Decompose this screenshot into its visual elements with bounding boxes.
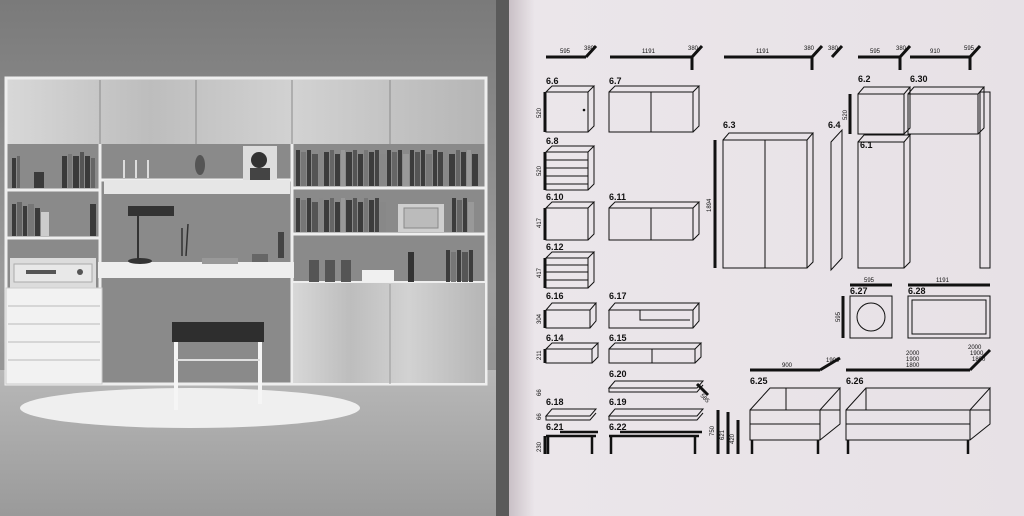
item-label: 6.22 (609, 422, 627, 432)
dimension-label: 1800 (972, 357, 986, 363)
dimension-label: 595 (870, 49, 881, 55)
dimension-label: 595 (560, 49, 571, 55)
item-label: 6.17 (609, 291, 627, 301)
dimension-label: 1900 (826, 358, 840, 364)
dimension-label: 595 (864, 278, 875, 284)
item-label: 6.12 (546, 242, 564, 252)
dimension-label: 621 (720, 429, 726, 440)
dimension-label: 910 (930, 49, 941, 55)
rug (20, 388, 360, 428)
dimension-label: 211 (537, 350, 543, 360)
dimension-label: 750 (710, 425, 716, 436)
dimension-label: 585 (699, 393, 711, 405)
dimension-label: 380 (804, 46, 815, 52)
dimension-label: 1900 (970, 351, 984, 357)
dimension-label: 1191 (642, 49, 656, 55)
item-label: 6.14 (546, 333, 564, 343)
dimension-label: 1900 (906, 357, 920, 363)
dimension-label: 304 (537, 313, 543, 324)
item-label: 6.11 (609, 192, 626, 202)
item-label: 6.20 (609, 369, 627, 379)
dimension-label: 66 (537, 389, 543, 396)
item-label: 6.30 (910, 74, 928, 84)
dimension-label: 520 (843, 109, 849, 120)
dimension-label: 2000 (906, 351, 920, 357)
dimension-label: 420 (730, 433, 736, 444)
item-label: 6.6 (546, 76, 559, 86)
dimension-label: 595 (836, 311, 842, 322)
item-label: 6.8 (546, 136, 559, 146)
dimension-label: 380 (896, 46, 907, 52)
item-label: 6.18 (546, 397, 564, 407)
dimension-label: 1191 (756, 49, 770, 55)
item-label: 6.2 (858, 74, 871, 84)
dimension-label: 520 (537, 165, 543, 176)
dimension-label: 1800 (906, 363, 920, 369)
item-label: 6.3 (723, 120, 736, 130)
dimension-label: 2000 (968, 345, 982, 351)
item-label: 6.4 (828, 120, 841, 130)
diagram-page: 6.6 6.7 6.3 6.4 6.2 6.30 6.1 6.8 6.10 6.… (509, 0, 1024, 516)
stool (172, 322, 264, 410)
dimension-label: 1191 (936, 278, 950, 284)
item-label: 6.10 (546, 192, 564, 202)
photo-page (0, 0, 510, 516)
item-label: 6.26 (846, 376, 864, 386)
dimension-label: 520 (537, 107, 543, 118)
item-label: 6.15 (609, 333, 627, 343)
item-label: 6.7 (609, 76, 622, 86)
item-label: 6.16 (546, 291, 564, 301)
item-label: 6.28 (908, 286, 926, 296)
dimension-label: 595 (964, 46, 975, 52)
dimension-label: 900 (782, 363, 793, 369)
item-label: 6.27 (850, 286, 868, 296)
dimension-label: 66 (537, 413, 543, 420)
dimension-label: 380 (584, 46, 595, 52)
item-label: 6.21 (546, 422, 564, 432)
dimension-label: 230 (537, 441, 543, 452)
item-label: 6.19 (609, 397, 627, 407)
dimension-label: 417 (537, 267, 543, 278)
dimension-label: 417 (537, 217, 543, 228)
wall-unit (4, 76, 488, 386)
dimension-label: 380 (688, 46, 699, 52)
dimension-label: 380 (828, 46, 839, 52)
item-label: 6.1 (860, 140, 873, 150)
dimension-label: 1894 (707, 198, 713, 212)
item-label: 6.25 (750, 376, 768, 386)
